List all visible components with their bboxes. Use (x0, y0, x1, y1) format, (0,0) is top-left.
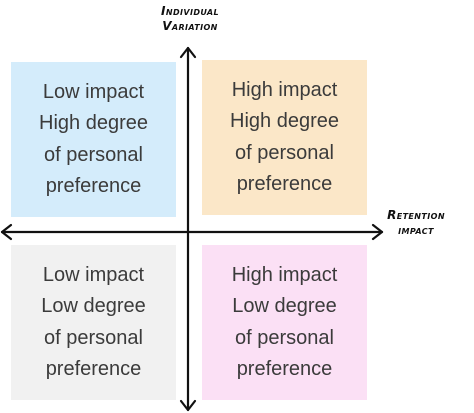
quadrant-text-line: Low degree (232, 295, 337, 317)
quadrant-text-line: Low impact (42, 263, 145, 286)
quadrant-text-line: preference (236, 358, 333, 380)
quadrant-text-line: High degree (39, 112, 148, 134)
quadrant-text-line: preference (236, 173, 333, 195)
x-axis-label-line: Retention (387, 208, 445, 222)
quadrant-text-line: of personal (235, 141, 334, 164)
quadrant-text-line: of personal (44, 143, 143, 166)
quadrant-top-left: Low impact High degree of personal prefe… (11, 62, 176, 217)
quadrant-top-right: High impact High degree of personal pref… (202, 60, 367, 215)
quadrant-bottom-right: High impact Low degree of personal prefe… (202, 245, 367, 400)
quadrant-text-line: Low impact (42, 80, 145, 103)
quadrant-text-line: High impact (231, 78, 338, 101)
quadrant-bottom-left: Low impact Low degree of personal prefer… (11, 245, 176, 400)
quadrant-text-line: preference (45, 358, 142, 380)
quadrant-text-line: of personal (235, 326, 334, 349)
x-axis-label-line: impact (398, 223, 434, 237)
y-axis-label-line: Variation (162, 19, 218, 33)
quadrant-text-line: High degree (230, 110, 339, 132)
arrow-down-icon (179, 399, 197, 412)
x-axis-label: Retention impact (368, 208, 464, 238)
quadrant-text-line: Low degree (41, 295, 146, 317)
quadrant-text-line: preference (45, 175, 142, 197)
arrow-left-icon (0, 223, 13, 241)
quadrant-text-line: High impact (231, 263, 338, 286)
arrow-up-icon (179, 46, 197, 59)
arrow-right-icon (371, 223, 384, 241)
quadrant-text-line: of personal (44, 326, 143, 349)
y-axis-label-line: Individual (160, 4, 219, 18)
y-axis-label: Individual Variation (135, 4, 245, 34)
